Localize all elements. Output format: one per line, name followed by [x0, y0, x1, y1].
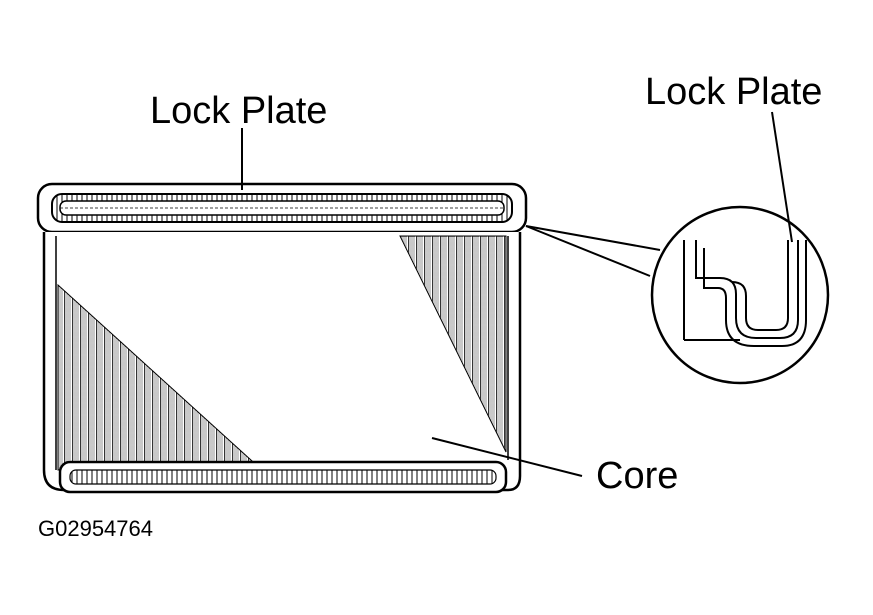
lock-plate-detail-view [650, 205, 830, 385]
leader-core [431, 437, 583, 477]
lock-plate-label-left: Lock Plate [150, 90, 328, 132]
lock-plate-label-right: Lock Plate [645, 71, 823, 113]
core-label: Core [596, 455, 679, 497]
leader-detail-lower [525, 225, 651, 277]
leader-detail-upper [525, 225, 661, 251]
leader-lock-plate-right [771, 111, 793, 243]
core-body [42, 232, 522, 492]
core-fins-upper-right [399, 235, 507, 453]
figure-id: G02954764 [38, 516, 153, 541]
top-lock-plate [36, 182, 528, 234]
bottom-tank [58, 460, 508, 494]
